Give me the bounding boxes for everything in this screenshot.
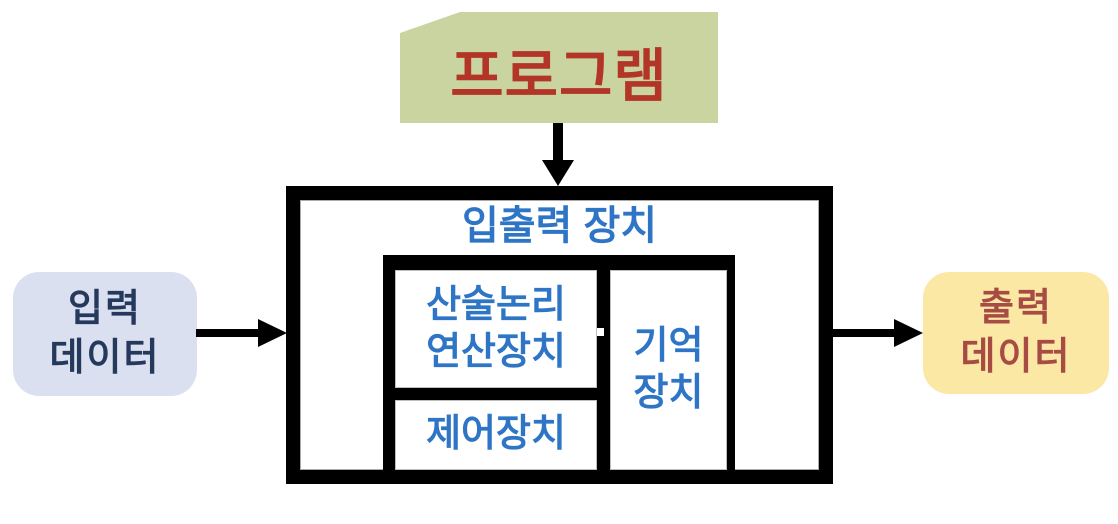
- input-label-line2: 데이터: [49, 337, 161, 379]
- input-data-box: 입력 데이터: [13, 272, 197, 396]
- arrow-output-icon: [894, 319, 923, 347]
- memory-label-line2: 장치: [633, 372, 704, 414]
- control-unit-box: 제어장치: [395, 400, 597, 470]
- memory-box: 기억 장치: [610, 270, 727, 470]
- input-label-line1: 입력: [68, 287, 142, 330]
- arrow-output-shaft: [833, 329, 895, 337]
- memory-label-line1: 기억: [633, 324, 704, 367]
- alu-label-line1: 산술논리: [426, 283, 566, 326]
- connector-dot-artifact: [597, 328, 604, 336]
- control-unit-label: 제어장치: [426, 413, 566, 456]
- io-device-label: 입출력 장치: [461, 204, 658, 248]
- arrow-input-shaft: [196, 329, 259, 337]
- program-label: 프로그램: [450, 43, 668, 109]
- output-data-box: 출력 데이터: [923, 272, 1109, 394]
- program-shape: 프로그램: [400, 12, 718, 123]
- alu-label-line2: 연산장치: [426, 331, 566, 373]
- output-label-line1: 출력: [979, 286, 1053, 329]
- alu-box: 산술논리 연산장치: [395, 270, 597, 388]
- arrow-down-shaft: [553, 123, 563, 161]
- arrow-down-icon: [542, 160, 574, 186]
- arrow-input-icon: [258, 319, 287, 347]
- output-label-line2: 데이터: [960, 336, 1072, 378]
